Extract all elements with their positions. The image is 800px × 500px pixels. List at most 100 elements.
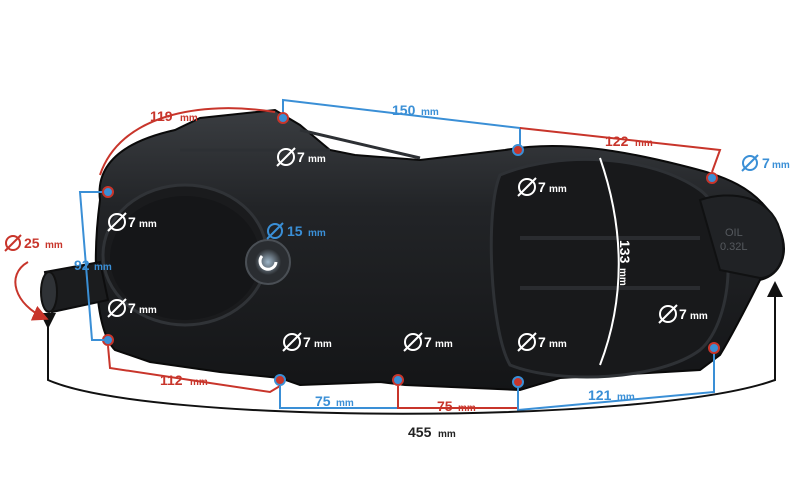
svg-text:121: 121 bbox=[588, 387, 612, 403]
label-92: 92 mm bbox=[74, 257, 112, 273]
svg-text:119: 119 bbox=[150, 108, 173, 124]
oil-label: OIL bbox=[725, 227, 743, 239]
bolt-hole bbox=[102, 186, 114, 198]
bolt-hole-diameter-value: 7 bbox=[128, 214, 136, 230]
svg-text:75: 75 bbox=[437, 398, 453, 414]
dimension-labels: 119 mm 150 mm 122 mm 112 mm 75 mm 75 mm bbox=[4, 102, 790, 440]
dim-line-112 bbox=[107, 345, 281, 394]
bolt-hole-diameter-value: 7 bbox=[538, 334, 546, 350]
label-133: 133 mm bbox=[617, 240, 633, 286]
dim-line-121 bbox=[517, 354, 715, 412]
bolt-hole-diameter-value: 7 bbox=[297, 149, 305, 165]
bolt-hole bbox=[277, 112, 289, 124]
diameter-symbol-icon bbox=[276, 147, 296, 167]
svg-text:mm: mm bbox=[45, 240, 63, 251]
diameter-symbol-icon bbox=[4, 234, 22, 252]
diameter-symbol-icon bbox=[266, 222, 284, 240]
svg-text:mm: mm bbox=[190, 377, 208, 388]
diameter-symbol-icon bbox=[282, 332, 302, 352]
inlet-opening bbox=[40, 271, 58, 313]
svg-text:mm: mm bbox=[635, 138, 653, 149]
dim-line-25 bbox=[14, 261, 49, 321]
label-121: 121 mm bbox=[588, 387, 635, 403]
label-75-red: 75 mm bbox=[437, 398, 476, 414]
bolt-hole-diameter-value: 7 bbox=[303, 334, 311, 350]
svg-text:mm: mm bbox=[180, 113, 198, 124]
oil-boss bbox=[698, 194, 785, 280]
bolt-hole bbox=[706, 172, 718, 184]
diameter-symbol-icon bbox=[741, 154, 759, 172]
svg-text:92: 92 bbox=[74, 257, 90, 273]
dim-line-122 bbox=[519, 127, 722, 173]
svg-text:122: 122 bbox=[605, 133, 629, 149]
svg-text:mm: mm bbox=[617, 392, 635, 403]
diameter-symbol-icon bbox=[517, 332, 537, 352]
bolt-hole bbox=[392, 374, 404, 386]
bolt-hole bbox=[512, 376, 524, 388]
dim-line-119 bbox=[99, 107, 276, 176]
label-15: 15 mm bbox=[266, 222, 326, 240]
svg-text:15: 15 bbox=[287, 223, 303, 239]
bolt-hole-diameter-value: 7 bbox=[538, 179, 546, 195]
svg-text:mm: mm bbox=[421, 107, 439, 118]
svg-text:150: 150 bbox=[392, 102, 416, 118]
bolt-hole-diameter-value: 7 bbox=[128, 300, 136, 316]
svg-text:mm: mm bbox=[458, 403, 476, 414]
dimension-lines bbox=[14, 98, 783, 415]
bolt-hole-diameter-unit: mm bbox=[314, 339, 332, 350]
bolt-hole-diameter-value: 7 bbox=[679, 306, 687, 322]
svg-text:mm: mm bbox=[617, 268, 628, 286]
label-119: 119 mm bbox=[150, 108, 198, 124]
bolt-hole-diameter-unit: mm bbox=[549, 184, 567, 195]
svg-text:75: 75 bbox=[315, 393, 331, 409]
bolt-hole-diameter-unit: mm bbox=[435, 339, 453, 350]
dim-line-150 bbox=[282, 98, 521, 145]
label-7-outside: 7 mm bbox=[741, 154, 790, 172]
bolt-hole-diameter-value: 7 bbox=[424, 334, 432, 350]
diameter-symbol-icon bbox=[403, 332, 423, 352]
label-25: 25 mm bbox=[4, 234, 63, 252]
svg-text:112: 112 bbox=[160, 372, 183, 388]
diameter-symbol-icon bbox=[658, 304, 678, 324]
svg-text:mm: mm bbox=[772, 160, 790, 171]
svg-text:mm: mm bbox=[94, 262, 112, 273]
bolt-hole bbox=[512, 144, 524, 156]
bolt-hole-diameter-unit: mm bbox=[139, 219, 157, 230]
svg-text:mm: mm bbox=[308, 228, 326, 239]
svg-text:455: 455 bbox=[408, 424, 432, 440]
diameter-symbol-icon bbox=[107, 212, 127, 232]
dim-line-455 bbox=[40, 281, 783, 415]
diameter-symbol-icon bbox=[517, 177, 537, 197]
center-hub bbox=[255, 249, 281, 275]
bolt-hole bbox=[274, 374, 286, 386]
dim-line-92 bbox=[78, 191, 104, 341]
bolt-hole bbox=[102, 334, 114, 346]
label-455: 455 mm bbox=[408, 424, 456, 440]
label-112: 112 mm bbox=[160, 372, 208, 388]
engine-cover: OIL 0.32L bbox=[40, 108, 785, 392]
svg-text:mm: mm bbox=[336, 398, 354, 409]
bolt-hole-diameter-unit: mm bbox=[690, 311, 708, 322]
oil-volume-label: 0.32L bbox=[720, 241, 748, 253]
label-122: 122 mm bbox=[605, 133, 653, 149]
svg-text:133: 133 bbox=[617, 240, 633, 264]
svg-text:mm: mm bbox=[438, 429, 456, 440]
top-ribs bbox=[180, 128, 421, 160]
bolt-hole bbox=[708, 342, 720, 354]
hub-arrow-icon bbox=[258, 255, 278, 271]
label-75-blue: 75 mm bbox=[315, 393, 354, 409]
dim-line-133 bbox=[599, 157, 620, 366]
bolt-hole-diameter-unit: mm bbox=[139, 305, 157, 316]
label-150: 150 mm bbox=[392, 102, 439, 118]
bolt-hole-diameter-unit: mm bbox=[549, 339, 567, 350]
